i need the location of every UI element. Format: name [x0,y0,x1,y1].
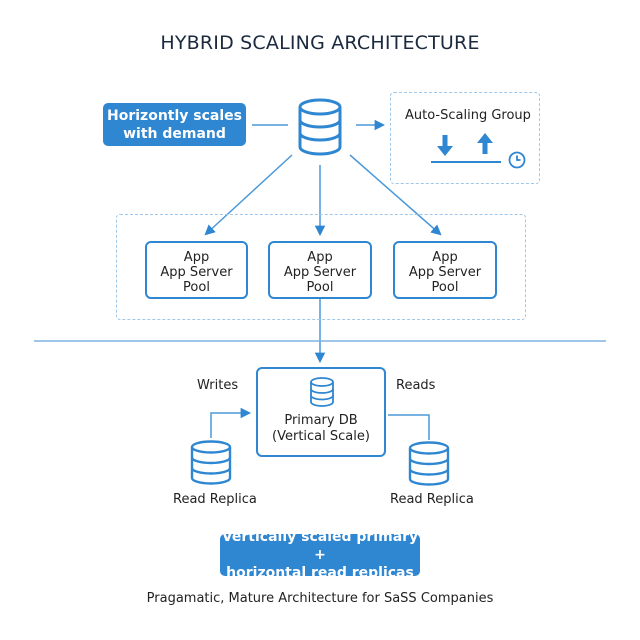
writes-label: Writes [197,378,239,393]
pool-line-2: App Server [283,265,357,280]
read-replica-label-2: Read Replica [390,492,474,507]
read-replica-label-1: Read Replica [173,492,257,507]
app-server-pool-3[interactable]: App App Server Pool [393,241,497,299]
pool-line-3: Pool [306,280,334,295]
pool-line-2: App Server [160,265,233,280]
primary-db[interactable]: Primary DB (Vertical Scale) [256,367,386,457]
horizontal-scale-callout: Horizontly scales with demand [103,103,246,146]
pool-line-1: App [432,250,458,265]
callout-line-1: Horizontly scales [107,107,242,124]
reads-label: Reads [396,378,436,393]
autoscaling-group-label: Auto-Scaling Group [405,108,531,123]
database-icon [310,377,334,407]
summary-line-1: Vertically scaled primary + [221,529,419,563]
connector-writes [210,407,252,438]
connector-lb-pool-3 [349,154,442,236]
pool-line-2: App Server [408,265,482,280]
scaling-baseline [431,161,501,163]
pool-line-3: Pool [183,280,210,295]
pool-line-1: App [183,250,210,265]
hybrid-summary-callout: Vertically scaled primary + horizontal r… [220,529,420,581]
database-icon [408,441,450,486]
app-server-pool-2[interactable]: App App Server Pool [268,241,372,299]
database-icon [190,440,232,485]
connector-reads [388,414,430,440]
pool-line-3: Pool [431,280,459,295]
app-server-pool-1[interactable]: App App Server Pool [145,241,248,299]
app-pool-container [116,214,526,320]
summary-line-2: horizontal read replicas [226,565,414,581]
arrow-down-icon [437,135,453,156]
primary-db-line-2: (Vertical Scale) [272,429,370,444]
page-subtitle: Pragamatic, Mature Architecture for SaSS… [146,591,494,606]
autoscaling-group[interactable]: Auto-Scaling Group [390,92,540,184]
clock-icon [508,151,526,169]
database-icon [298,98,342,156]
connector-lb-pool-1 [204,154,293,236]
pool-line-1: App [307,250,333,265]
arrow-up-icon [477,133,493,154]
page-title: HYBRID SCALING ARCHITECTURE [160,32,480,54]
callout-line-2: with demand [123,125,226,142]
primary-db-line-1: Primary DB [284,413,358,428]
